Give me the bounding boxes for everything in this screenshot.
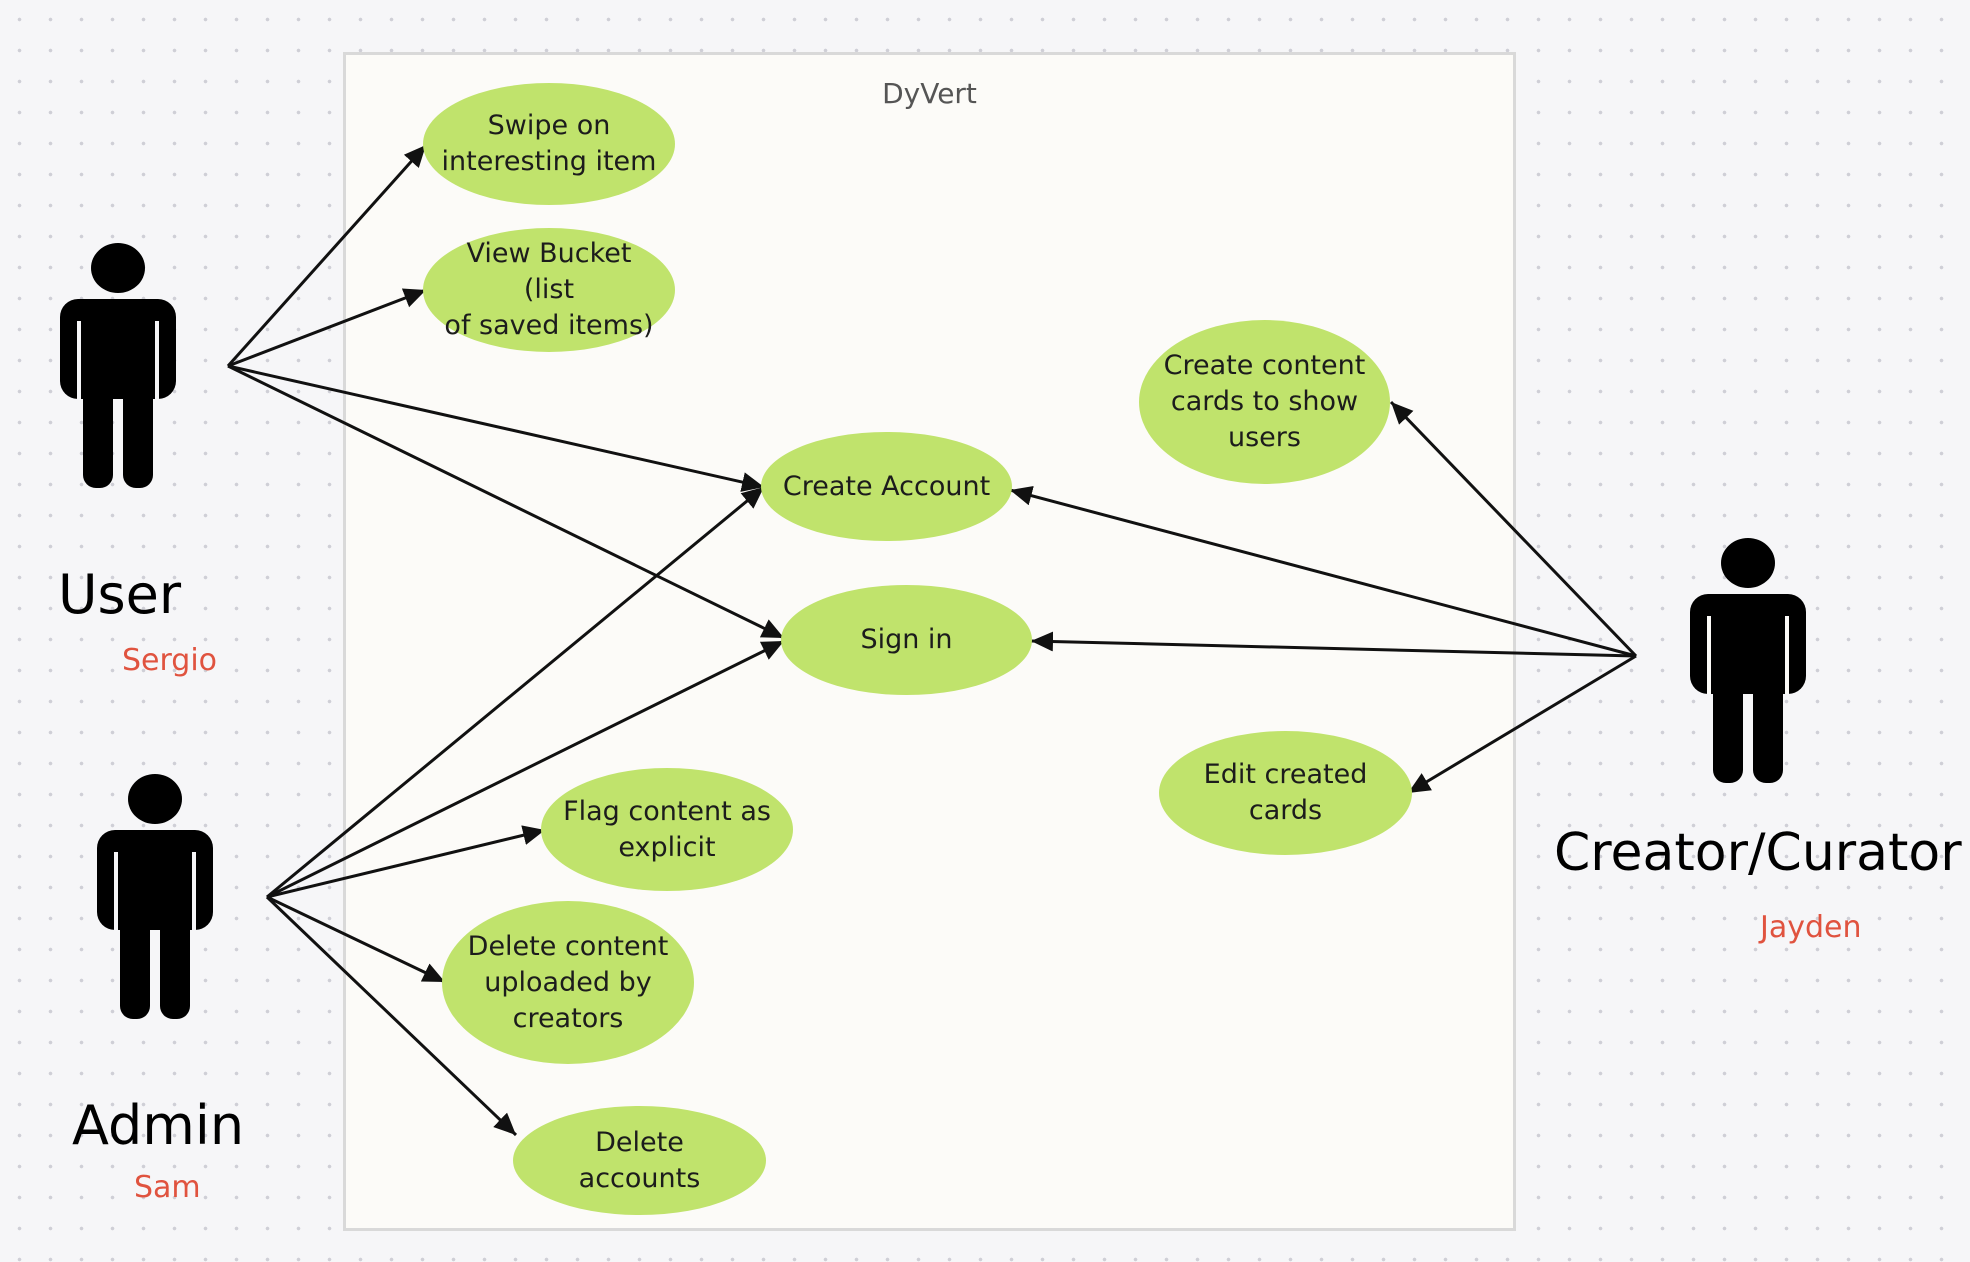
use-case-create-cards[interactable]: Create content cards to show users (1139, 320, 1390, 484)
use-case-sign-in[interactable]: Sign in (781, 585, 1032, 695)
arrow-creator-create-account (1009, 485, 1637, 658)
actor-creator-person: Jayden (1760, 910, 1862, 945)
actor-user-role: User (58, 563, 182, 626)
arrow-user-sign-in (227, 364, 785, 640)
arrow-admin-sign-in (266, 639, 785, 899)
arrow-admin-delete-content (266, 895, 446, 984)
stick-figure-icon (97, 774, 213, 1019)
actor-admin-role: Admin (72, 1094, 245, 1157)
use-case-edit-cards[interactable]: Edit created cards (1159, 731, 1412, 855)
use-case-create-account[interactable]: Create Account (761, 432, 1012, 541)
use-case-swipe[interactable]: Swipe on interesting item (423, 83, 675, 205)
arrow-admin-delete-accounts (265, 895, 518, 1137)
arrow-creator-edit-cards (1407, 654, 1637, 795)
arrow-creator-sign-in (1030, 631, 1637, 658)
use-case-delete-accounts[interactable]: Delete accounts (513, 1106, 766, 1215)
use-case-view-bucket[interactable]: View Bucket (list of saved items) (423, 228, 675, 352)
arrow-creator-create-cards (1389, 400, 1638, 658)
actor-user-person: Sergio (122, 643, 218, 678)
system-title: DyVert (882, 77, 977, 110)
arrow-user-swipe (226, 143, 428, 368)
actor-admin[interactable] (95, 774, 215, 1024)
stick-figure-icon (1690, 538, 1806, 783)
actor-creator[interactable] (1688, 538, 1808, 788)
arrow-admin-create-account (266, 485, 765, 899)
actor-user[interactable] (58, 243, 178, 493)
use-case-flag-content[interactable]: Flag content as explicit (541, 768, 793, 891)
arrow-admin-flag-content (266, 825, 546, 899)
actor-admin-person: Sam (134, 1170, 201, 1205)
arrow-user-create-account (227, 364, 765, 492)
actor-creator-role: Creator/Curator (1554, 823, 1962, 883)
arrow-user-view-bucket (227, 288, 427, 368)
stick-figure-icon (60, 243, 176, 488)
use-case-delete-content[interactable]: Delete content uploaded by creators (442, 901, 694, 1064)
